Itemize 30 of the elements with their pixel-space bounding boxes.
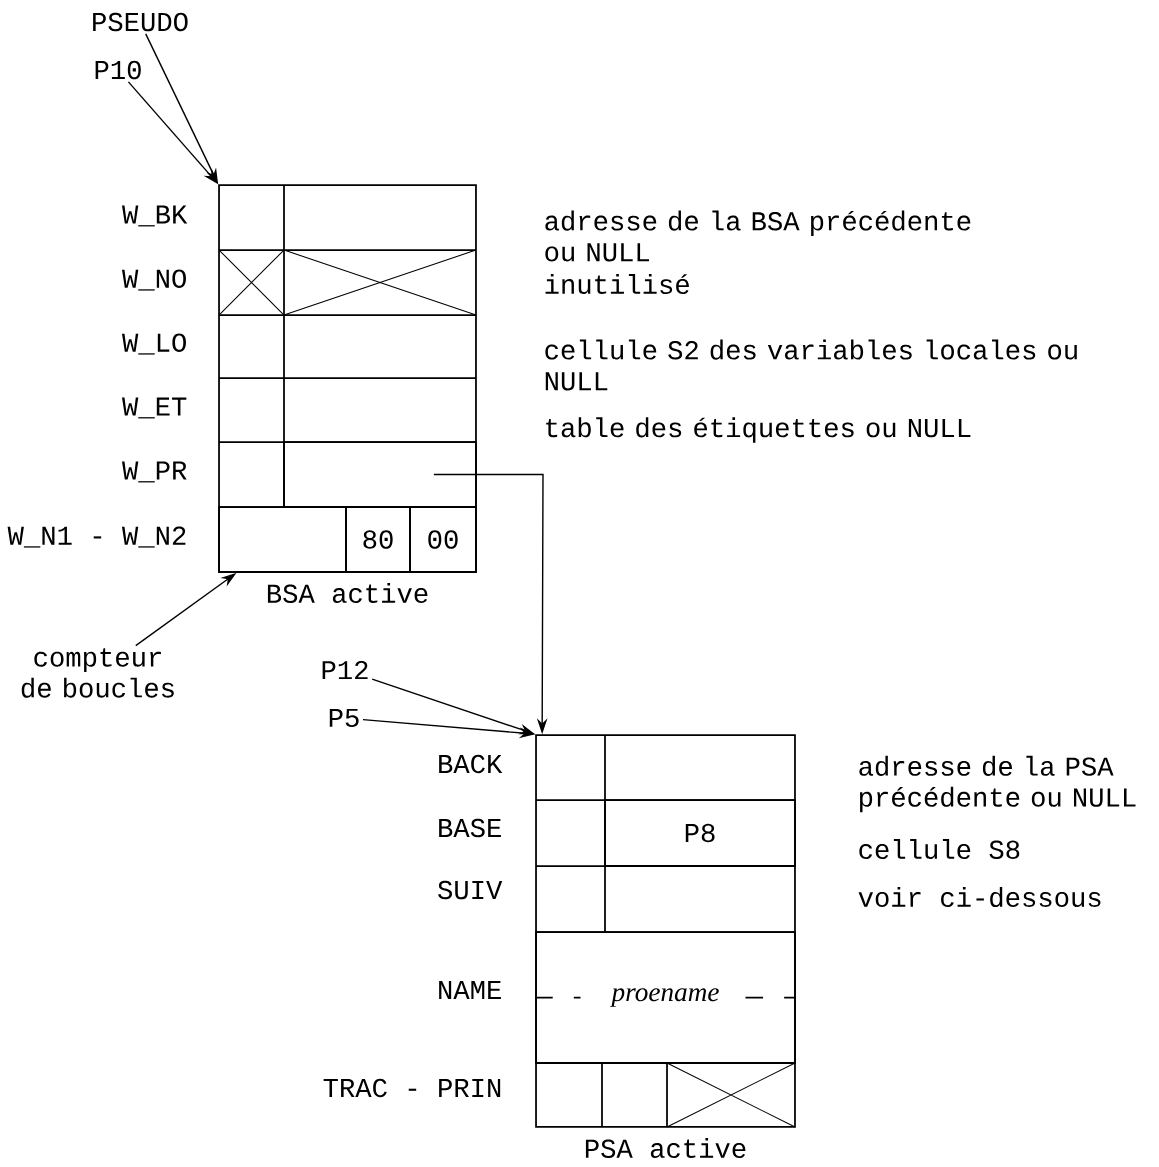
annotation-text: compteur de boucles — [21, 648, 174, 698]
field-name: W_LO — [122, 333, 186, 355]
field-name: W_BK — [122, 205, 188, 227]
field-description: adresse de la PSA précédente ou NULL — [859, 755, 1136, 813]
field-name: TRAC - PRIN — [323, 1078, 501, 1098]
node-label: BSA active — [267, 583, 428, 604]
field-cell: 00 — [409, 506, 477, 573]
field-name: W_ET — [122, 397, 187, 419]
node-label: PSA active — [585, 1138, 746, 1159]
field-name: BASE — [439, 818, 501, 838]
field-description: table des étiquettes ou NULL — [546, 417, 971, 443]
field-name: SUIV — [438, 880, 503, 900]
field-name: NAME — [439, 981, 501, 999]
field-description: cellule S8 — [859, 839, 1020, 859]
field-cell: 80 — [345, 506, 411, 573]
field-cell: proename — [534, 931, 797, 1064]
pointer-label: P12 — [322, 660, 368, 680]
field-cell — [283, 441, 477, 508]
field-name: W_PR — [122, 461, 187, 483]
pointer-label: PSEUDO — [93, 12, 188, 32]
field-name: W_N1 - W_N2 — [7, 526, 186, 548]
field-description: voir ci-dessous — [858, 886, 1101, 908]
field-description: cellule S2 des variables locales ou NULL — [545, 339, 1077, 391]
field-description: inutilisé — [545, 274, 689, 294]
field-cell — [218, 506, 347, 573]
pointer-label: P5 — [329, 708, 359, 728]
pointer-label: P10 — [95, 60, 141, 80]
field-cell: P8 — [604, 799, 796, 867]
field-name: BACK — [439, 754, 503, 774]
field-name: W_NO — [122, 269, 186, 291]
